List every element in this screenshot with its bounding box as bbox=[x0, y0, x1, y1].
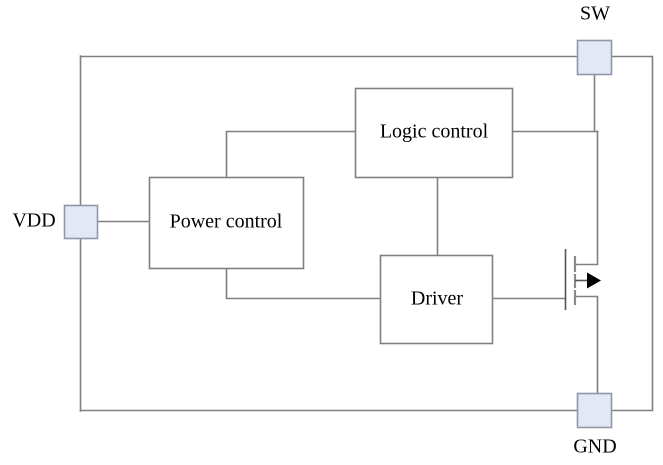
block-power-control-label: Power control bbox=[170, 211, 283, 233]
block-power-control[interactable]: Power control bbox=[148, 176, 305, 270]
wire-mosfet-source-to-gnd bbox=[574, 295, 599, 394]
pad-sw[interactable]: SW bbox=[576, 3, 613, 76]
block-layer: Power control Logic control Driver bbox=[148, 87, 514, 345]
power-mosfet-symbol bbox=[564, 249, 601, 310]
wire-right-return-rail bbox=[610, 55, 654, 412]
gnd-pad-square[interactable] bbox=[576, 392, 613, 429]
block-logic-control-box[interactable] bbox=[354, 87, 514, 179]
wire-layer bbox=[79, 55, 654, 412]
block-power-control-box[interactable] bbox=[148, 176, 305, 270]
block-driver[interactable]: Driver bbox=[379, 254, 494, 345]
pad-vdd[interactable]: VDD bbox=[12, 204, 99, 240]
pad-layer: VDD SW GND bbox=[12, 3, 616, 458]
block-driver-label: Driver bbox=[411, 288, 464, 310]
wire-power-control-to-logic-control bbox=[225, 130, 356, 178]
pad-gnd[interactable]: GND bbox=[573, 392, 617, 458]
block-logic-control[interactable]: Logic control bbox=[354, 87, 514, 179]
wire-power-control-to-driver bbox=[225, 267, 381, 300]
sw-pad-label: SW bbox=[580, 3, 610, 25]
mosfet-body-arrow-icon bbox=[587, 272, 601, 289]
block-driver-box[interactable] bbox=[379, 254, 494, 345]
vdd-pad-square[interactable] bbox=[63, 204, 99, 240]
wire-drain-rail-to-mosfet bbox=[574, 130, 599, 266]
vdd-pad-label: VDD bbox=[12, 210, 55, 232]
sw-pad-square[interactable] bbox=[576, 39, 613, 76]
block-logic-control-label: Logic control bbox=[380, 121, 489, 143]
gnd-pad-label: GND bbox=[573, 436, 616, 458]
